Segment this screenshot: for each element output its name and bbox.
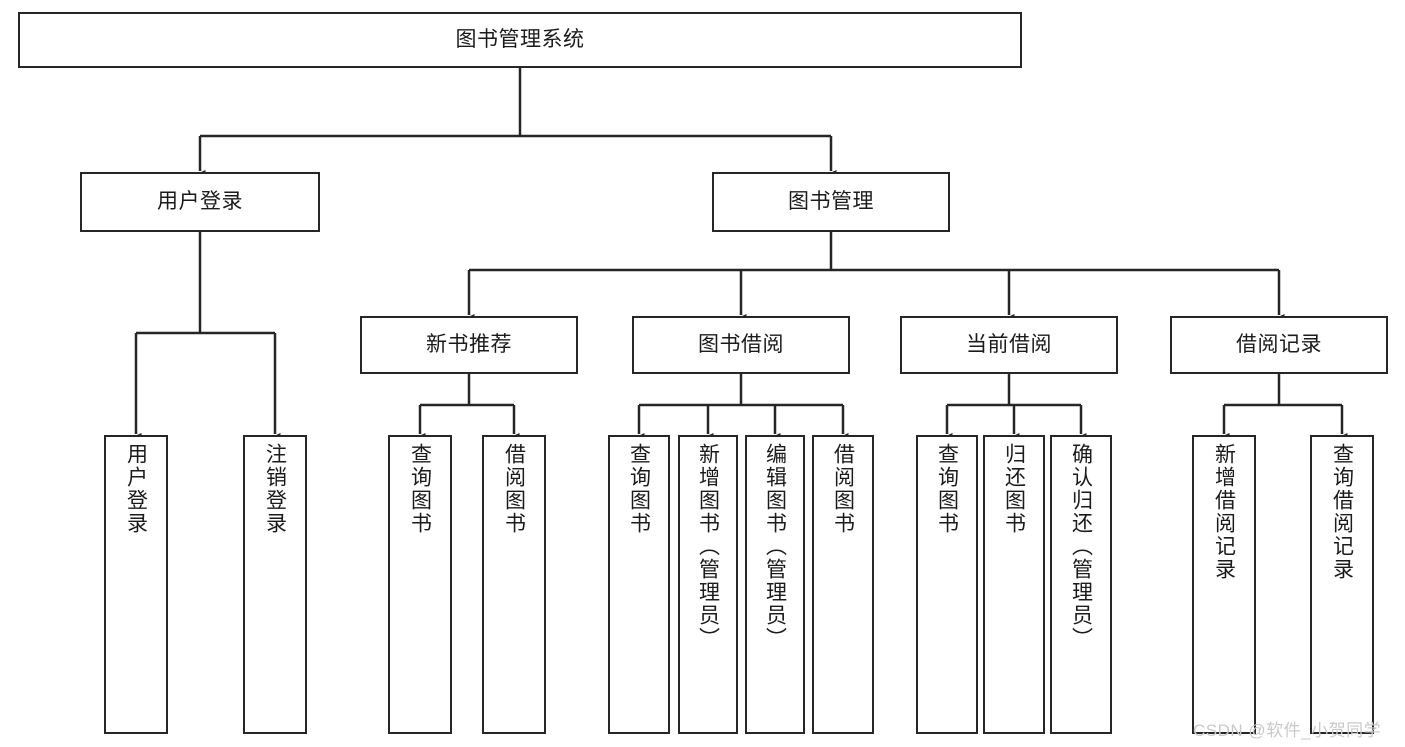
node-leaf-borrow-2[interactable]: 借阅图书: [812, 435, 874, 734]
node-label: 注销登录: [263, 443, 287, 535]
node-label: 查询借阅记录: [1330, 443, 1354, 581]
node-label: 借阅图书: [831, 443, 855, 535]
node-leaf-borrow-1[interactable]: 借阅图书: [482, 435, 546, 734]
node-leaf-q-book-2[interactable]: 查询图书: [608, 435, 670, 734]
node-label: 图书借阅: [698, 332, 784, 356]
node-label: 图书管理: [788, 189, 874, 213]
node-label: 借阅记录: [1236, 332, 1322, 356]
watermark-label: CSDN @软件_小贺同学: [1193, 721, 1382, 740]
node-label: 编辑图书（管理员）: [763, 443, 787, 650]
node-leaf-q-rec[interactable]: 查询借阅记录: [1310, 435, 1374, 734]
node-label: 借阅图书: [502, 443, 526, 535]
node-new-book-rec[interactable]: 新书推荐: [360, 316, 578, 374]
node-root[interactable]: 图书管理系统: [18, 12, 1022, 68]
node-user-login[interactable]: 用户登录: [80, 172, 320, 232]
node-book-manage[interactable]: 图书管理: [712, 172, 950, 232]
node-leaf-add-rec[interactable]: 新增借阅记录: [1192, 435, 1256, 734]
node-label: 用户登录: [124, 443, 148, 535]
node-leaf-add-book[interactable]: 新增图书（管理员）: [678, 435, 738, 734]
node-label: 用户登录: [157, 189, 243, 213]
node-label: 当前借阅: [966, 332, 1052, 356]
node-label: 图书管理系统: [455, 27, 585, 51]
node-label: 查询图书: [408, 443, 432, 535]
node-leaf-q-book-1[interactable]: 查询图书: [388, 435, 452, 734]
node-leaf-logout[interactable]: 注销登录: [243, 435, 307, 734]
node-label: 新增借阅记录: [1212, 443, 1236, 581]
node-current-borrow[interactable]: 当前借阅: [900, 316, 1118, 374]
node-leaf-user-login[interactable]: 用户登录: [104, 435, 168, 734]
node-label: 确认归还（管理员）: [1069, 443, 1093, 650]
node-leaf-return[interactable]: 归还图书: [983, 435, 1045, 734]
edge-group: [130, 68, 1348, 443]
node-label: 查询图书: [935, 443, 959, 535]
node-label: 查询图书: [627, 443, 651, 535]
node-leaf-edit-book[interactable]: 编辑图书（管理员）: [745, 435, 805, 734]
node-book-borrow[interactable]: 图书借阅: [632, 316, 850, 374]
node-leaf-q-book-3[interactable]: 查询图书: [916, 435, 978, 734]
node-borrow-record[interactable]: 借阅记录: [1170, 316, 1388, 374]
node-label: 新增图书（管理员）: [696, 443, 720, 650]
node-label: 归还图书: [1002, 443, 1026, 535]
node-leaf-confirm[interactable]: 确认归还（管理员）: [1050, 435, 1112, 734]
node-label: 新书推荐: [426, 332, 512, 356]
